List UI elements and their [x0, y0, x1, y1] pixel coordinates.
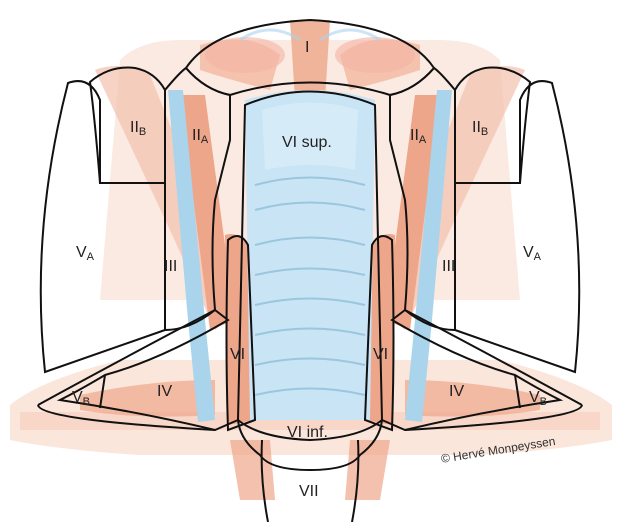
label-level-I: I	[305, 40, 309, 56]
label-right-IIB: IIB	[472, 120, 488, 138]
label-right-VA: VA	[523, 245, 541, 263]
label-right-VB: VB	[529, 390, 547, 408]
label-right-IV: IV	[449, 384, 464, 400]
label-right-III: III	[442, 259, 455, 275]
label-left-VI: VI	[230, 347, 245, 363]
label-left-VA: VA	[76, 245, 94, 263]
label-right-IIA: IIA	[410, 128, 426, 146]
label-left-IV: IV	[157, 384, 172, 400]
label-VI-sup: VI sup.	[282, 135, 332, 151]
label-left-IIA: IIA	[192, 128, 208, 146]
label-left-VB: VB	[72, 390, 90, 408]
label-left-IIB: IIB	[130, 120, 146, 138]
label-left-III: III	[164, 259, 177, 275]
label-VII: VII	[299, 484, 319, 500]
label-VI-inf: VI inf.	[287, 425, 328, 441]
label-right-VI: VI	[373, 347, 388, 363]
